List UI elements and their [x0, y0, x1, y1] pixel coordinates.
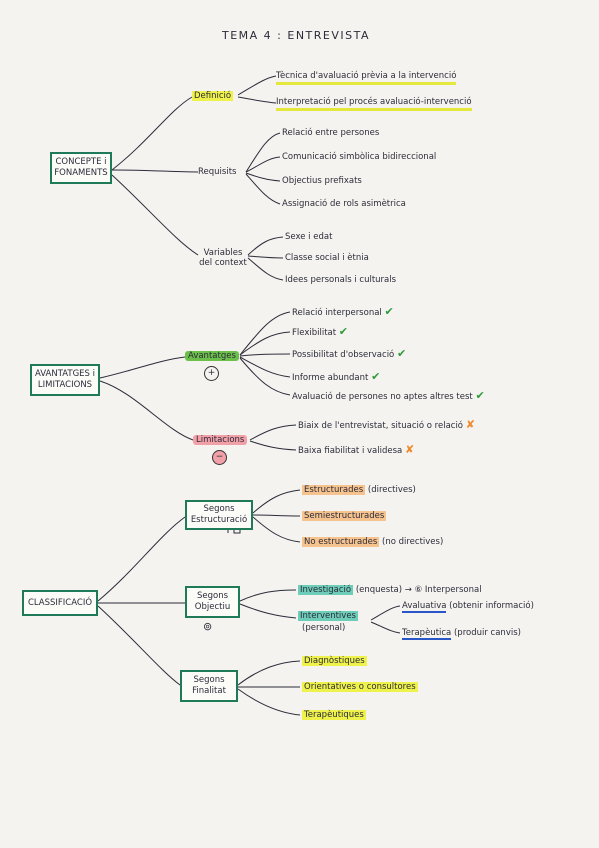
classificacio-node: CLASSIFICACIÓ	[22, 590, 98, 616]
estructuracio-node: Segons Estructuració	[185, 500, 253, 530]
page-title: TEMA 4 : ENTREVISTA	[222, 29, 371, 42]
limitacio-item: Baixa fiabilitat i validesa	[298, 446, 403, 456]
avantatge-item: Flexibilitat	[292, 328, 337, 338]
definicio-label: Definició	[192, 91, 234, 101]
variable-item: Sexe i edat	[285, 232, 333, 242]
limitacio-item: Biaix de l'entrevistat, situació o relac…	[298, 421, 464, 431]
avantatge-item: Avaluació de persones no aptes altres te…	[292, 392, 473, 402]
variable-item: Classe social i ètnia	[285, 253, 369, 263]
check-icon: ✔	[396, 347, 407, 360]
concepte-node: CONCEPTE i FONAMENTS	[50, 152, 112, 184]
finalitat-item: Orientatives o consultores	[302, 682, 418, 692]
variable-item: Idees personals i culturals	[285, 275, 397, 285]
estructuracio-item: Estructurades	[302, 485, 366, 495]
plus-sign: +	[204, 366, 219, 381]
cross-icon: ✘	[465, 418, 475, 431]
requisit-item: Comunicació simbòlica bidireccional	[282, 152, 437, 162]
avaluativa-label: Avaluativa	[402, 601, 447, 613]
terapeutica-note: (produir canvis)	[453, 628, 521, 638]
avaluativa-note: (obtenir informació)	[449, 601, 534, 611]
avantatges-limitacions-node: AVANTATGES i LIMITACIONS	[30, 364, 100, 396]
arrow-right-icon: →	[404, 585, 412, 595]
requisit-item: Relació entre persones	[282, 128, 380, 138]
cross-icon: ✘	[404, 443, 415, 456]
definicio-item: Tècnica d'avaluació prèvia a la interven…	[276, 70, 457, 85]
estructuracio-item: No estructurades	[302, 537, 380, 547]
estructuracio-note: (directives)	[367, 485, 416, 495]
investigacio-note: (enquesta)	[355, 585, 403, 595]
check-icon: ✔	[384, 305, 394, 318]
number-six-icon: ⑥	[414, 585, 423, 595]
objectiu-node: Segons Objectiu	[185, 586, 240, 618]
investigacio-label: Investigació	[298, 585, 354, 595]
estructuracio-note: (no directives)	[382, 537, 444, 547]
requisit-item: Assignació de rols asimètrica	[282, 199, 406, 209]
finalitat-item: Terapèutiques	[302, 710, 366, 720]
intervencio-label: Interventives	[298, 611, 358, 621]
definicio-item: Interpretació pel procés avaluació-inter…	[276, 96, 472, 111]
target-icon: ⊚	[203, 620, 213, 633]
requisit-item: Objectius prefixats	[282, 176, 362, 186]
minus-sign: −	[212, 450, 227, 465]
investigacio-result: Interpersonal	[424, 585, 482, 595]
check-icon: ✔	[338, 325, 348, 338]
finalitat-node: Segons Finalitat	[180, 670, 238, 702]
intervencio-note: (personal)	[302, 623, 346, 633]
limitacions-label: Limitacions	[193, 435, 248, 445]
avantatge-item: Relació interpersonal	[292, 308, 382, 318]
finalitat-item: Diagnòstiques	[302, 656, 367, 666]
avantatges-label: Avantatges	[185, 351, 239, 361]
check-icon: ✔	[475, 389, 485, 402]
estructuracio-item: Semiestructurades	[302, 511, 387, 521]
variables-label: Variables del context	[199, 248, 247, 268]
terapeutica-label: Terapèutica	[402, 628, 452, 640]
avantatge-item: Possibilitat d'observació	[292, 350, 395, 360]
avantatge-item: Informe abundant	[292, 373, 369, 383]
check-icon: ✔	[371, 370, 381, 383]
requisits-label: Requisits	[198, 167, 237, 177]
